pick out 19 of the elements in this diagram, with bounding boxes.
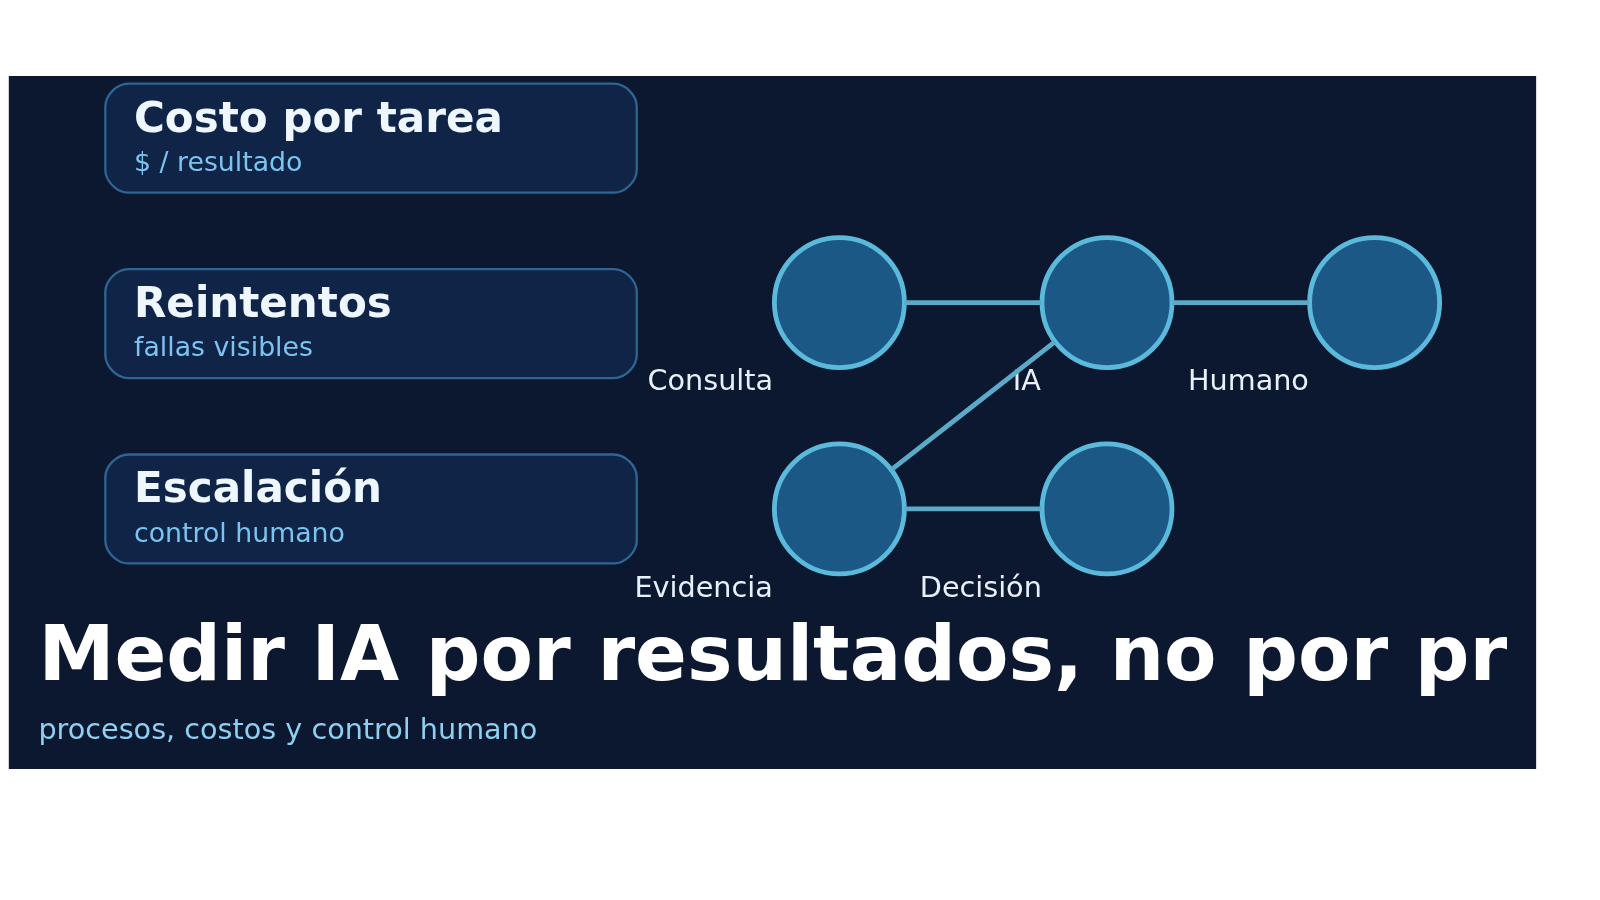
node-circle — [1039, 235, 1175, 370]
caption: procesos, costos y control humano — [38, 712, 538, 747]
node-label: Decisión — [919, 569, 1042, 604]
diagram-title: Medir IA por resultados, no por pr — [38, 609, 1508, 699]
node-label: IA — [1012, 363, 1041, 398]
node-circle — [772, 441, 907, 577]
node-circle — [1039, 441, 1175, 577]
node-label: Humano — [1188, 363, 1309, 398]
node-box: Reintentos fallas visibles — [104, 267, 638, 380]
node-circle — [1307, 235, 1442, 370]
connector — [890, 339, 1057, 472]
connector — [904, 506, 1042, 512]
node-label: Evidencia — [634, 569, 773, 604]
node-circle — [772, 235, 907, 370]
node-label: Consulta — [647, 363, 774, 398]
connector — [904, 300, 1042, 305]
connector — [1172, 300, 1310, 305]
node-box: Costo por tarea $ / resultado — [104, 82, 638, 194]
node-box: Escalación control humano — [104, 453, 638, 565]
